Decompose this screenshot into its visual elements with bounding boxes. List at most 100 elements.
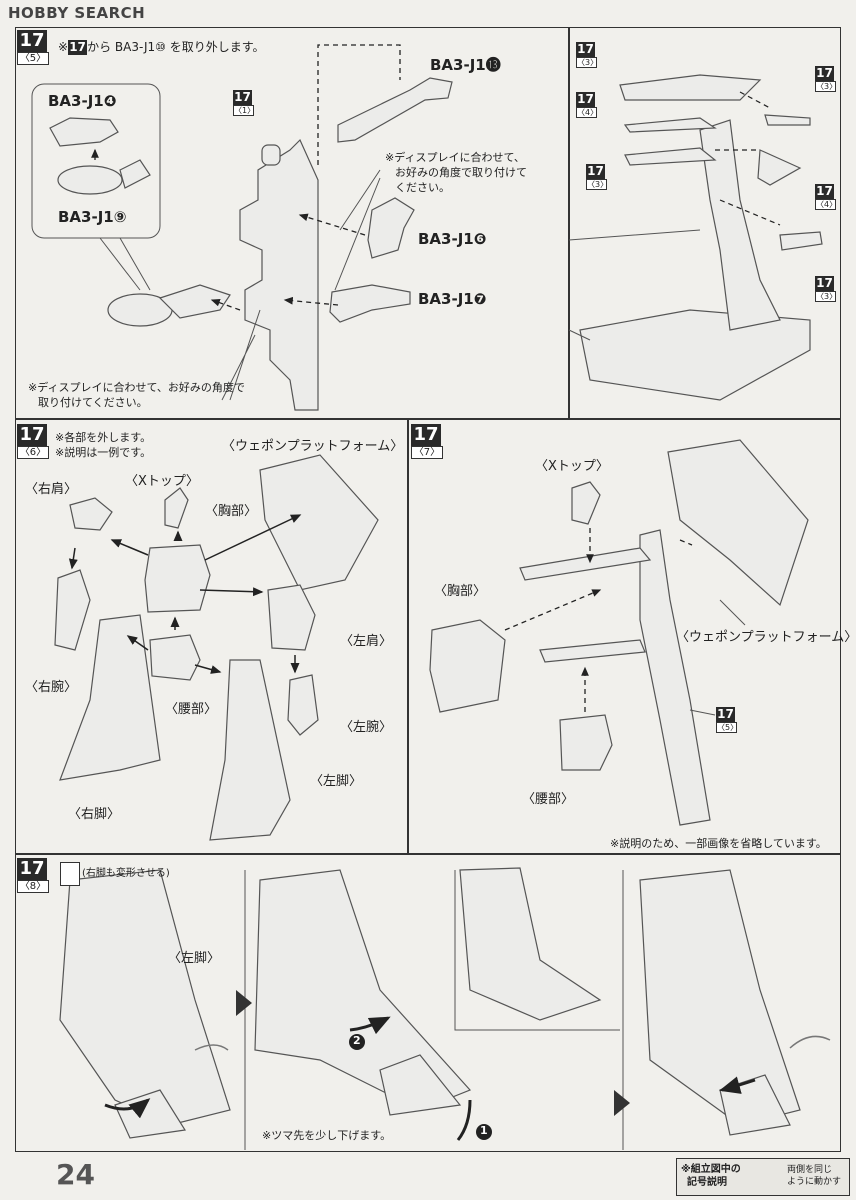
brand-text: HOBBY SEARCH	[8, 4, 146, 22]
part-j1-6-illustration	[367, 197, 415, 259]
panel-17-5-frame	[15, 27, 569, 419]
left-shoulder-illustration	[267, 584, 316, 651]
step-1-circle	[476, 1124, 492, 1140]
label-left-arm: 〈左腕〉	[340, 720, 393, 735]
step-badge-17-6: 17	[17, 424, 47, 446]
waist-illustration	[149, 634, 201, 681]
symmetry-symbol-box	[60, 862, 80, 886]
callout-bubble	[31, 83, 161, 239]
label-ba3-j1-7: BA3-J1❼	[418, 290, 487, 308]
label-x-top-7: 〈Xトップ〉	[535, 459, 609, 474]
ref-17-3-d: 17	[815, 276, 834, 291]
weapon-platform-illustration	[259, 454, 379, 591]
leg-step-a	[59, 869, 231, 1126]
step-sub-17-5: 〈5〉	[17, 52, 49, 65]
panel-17-8-frame	[15, 854, 841, 1152]
note-line-1: ※ディスプレイに合わせて、	[385, 151, 525, 164]
part-j1-7-illustration	[329, 284, 411, 323]
panel-17-5-parts	[49, 77, 453, 411]
step-badge-17-7: 17	[411, 424, 441, 446]
step-1-label: 1	[480, 1124, 488, 1137]
panel-17-6-frame	[15, 419, 408, 854]
label-ba3-j1-9: BA3-J1⑨	[58, 208, 127, 226]
instruction-text-17-5: ※17から BA3-J1⑩ を取り外します。	[58, 40, 265, 55]
x-top-illustration	[164, 487, 189, 529]
label-left-shoulder: 〈左肩〉	[340, 634, 393, 649]
left-leg-illustration	[209, 659, 291, 841]
step-2-label: 2	[353, 1034, 361, 1047]
legend-title-line-1: ※組立図中の	[681, 1164, 741, 1175]
label-chest-7: 〈胸部〉	[434, 584, 487, 599]
right-arm-illustration	[54, 569, 91, 651]
stand-7-column	[639, 529, 711, 826]
leg-step-b	[254, 869, 472, 1111]
pole-top-joint	[261, 144, 281, 166]
step-number: 17	[19, 30, 45, 51]
label-right-shoulder: 〈右肩〉	[25, 482, 78, 497]
note-line-1: ※ディスプレイに合わせて、お好みの角度で	[28, 381, 245, 394]
stand-pole-illustration	[239, 138, 319, 411]
right-shoulder-illustration	[69, 497, 113, 531]
stand-assembled-illustration	[579, 74, 823, 401]
panel-17-7-frame	[408, 419, 841, 854]
ref-17-4-b: 17	[815, 184, 834, 199]
label-waist-7: 〈腰部〉	[522, 792, 575, 807]
legend-desc: 両側を同じ ように動かす	[787, 1164, 841, 1188]
note-line-3: ください。	[395, 181, 450, 194]
step-sub-17-7: 〈7〉	[411, 446, 443, 459]
ref-17-4-a-sub: 〈4〉	[576, 107, 599, 118]
part-j1-9-illustration	[57, 165, 123, 195]
note-line-2: 取り付けてください。	[38, 396, 148, 409]
page-number: 24	[56, 1158, 95, 1191]
label-left-leg-8: 〈左脚〉	[168, 951, 221, 966]
hobby-search-logo: HOBBY SEARCH	[8, 4, 145, 22]
leg-detail-inset	[459, 867, 602, 1021]
header-note-17-8: (右脚も変形させる)	[82, 868, 170, 879]
note-line-2: ※説明は一例です。	[55, 446, 152, 459]
label-right-leg: 〈右脚〉	[68, 807, 121, 822]
weapon-platform-7-illustration	[667, 439, 809, 607]
legend-title: ※組立図中の 記号説明	[681, 1163, 741, 1189]
right-leg-illustration	[59, 614, 161, 781]
label-chest-6: 〈胸部〉	[205, 504, 258, 519]
step-sub-17-8: 〈8〉	[17, 880, 49, 893]
stand-column	[699, 119, 781, 331]
panel-17-8-legs	[59, 867, 801, 1139]
ref-17-3-a-sub: 〈3〉	[576, 57, 599, 68]
ref-badge: 17	[68, 40, 88, 55]
ref-17-3-b-sub: 〈3〉	[586, 179, 609, 190]
symbol-legend: ※組立図中の 記号説明 両側を同じ ように動かす	[676, 1158, 850, 1196]
panel-17-6-parts	[54, 454, 379, 841]
ref-17-5-sub: 〈5〉	[716, 722, 739, 733]
label-right-arm: 〈右腕〉	[25, 680, 78, 695]
sequence-arrows	[236, 990, 630, 1116]
toe-note: ※ツマ先を少し下げます。	[262, 1129, 392, 1142]
legend-desc-line-1: 両側を同じ	[787, 1165, 833, 1175]
label-left-leg-6: 〈左脚〉	[310, 774, 363, 789]
ref-17-3-c: 17	[815, 66, 834, 81]
step-sub-17-6: 〈6〉	[17, 446, 49, 459]
label-waist-6: 〈腰部〉	[165, 702, 218, 717]
note-bottom-17-5: ※ディスプレイに合わせて、お好みの角度で 取り付けてください。	[28, 380, 245, 410]
part-j1-4-illustration	[49, 117, 119, 147]
note-17-6: ※各部を外します。 ※説明は一例です。	[55, 430, 151, 460]
instruction-body: から BA3-J1⑩ を取り外します。	[87, 40, 265, 54]
ref-17-3-a: 17	[576, 42, 595, 57]
ref-17-3-d-sub: 〈3〉	[815, 291, 838, 302]
label-x-top-6: 〈Xトップ〉	[125, 474, 199, 489]
leg-step-c	[639, 869, 801, 1126]
x-top-7-illustration	[571, 481, 601, 525]
ref-17-5: 17	[716, 707, 735, 722]
chest-illustration	[144, 544, 211, 613]
waist-7-illustration	[559, 714, 613, 771]
label-ba3-j1-13: BA3-J1⓭	[430, 56, 501, 74]
note-line-1: ※各部を外します。	[55, 431, 152, 444]
note-right-17-5: ※ディスプレイに合わせて、 お好みの角度で取り付けて ください。	[385, 150, 527, 195]
chest-7-illustration	[429, 619, 506, 713]
note-line-2: お好みの角度で取り付けて	[395, 166, 527, 179]
label-ba3-j1-4: BA3-J1❹	[48, 92, 117, 110]
legend-title-line-2: 記号説明	[687, 1177, 727, 1188]
step-badge-17-5: 17	[17, 30, 47, 52]
ref-17-4-b-sub: 〈4〉	[815, 199, 838, 210]
stand-base	[579, 309, 811, 401]
